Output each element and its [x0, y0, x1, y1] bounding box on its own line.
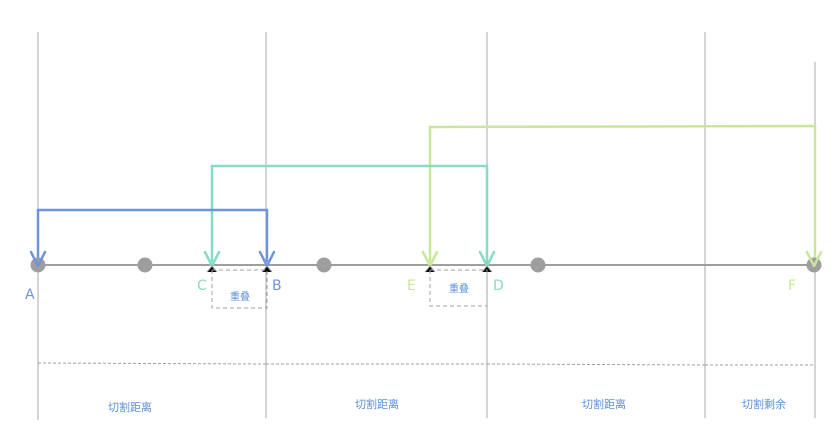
divider-lines [37, 32, 816, 420]
chunk-bracket-a-b [36, 208, 269, 262]
point-label-f: F [788, 278, 796, 294]
segment-label-remainder: 切割剩余 [742, 397, 786, 411]
segment-label-cut-3: 切割距离 [582, 397, 626, 411]
segment-line-3 [486, 363, 706, 366]
point-label-a: A [25, 287, 35, 303]
segment-line-1 [37, 362, 267, 365]
segment-label-cut-2: 切割距离 [355, 397, 399, 411]
dot-1 [137, 257, 153, 273]
arrow-a-icon [29, 250, 47, 268]
overlap-box-2 [429, 269, 488, 307]
dot-2 [316, 257, 332, 273]
segment-line [37, 362, 815, 366]
overlap-marks [206, 265, 493, 273]
overlap-label-1: 重叠 [230, 290, 250, 303]
chunk-bracket-c-d [210, 164, 489, 262]
point-label-e: E [407, 278, 416, 294]
point-label-d: D [493, 278, 504, 294]
segment-label-cut-1: 切割距离 [108, 400, 152, 414]
overlap-box-1 [211, 269, 268, 309]
point-label-b: B [272, 278, 282, 294]
point-label-c: C [197, 278, 207, 294]
chunk-bracket-e-f [428, 124, 817, 262]
overlap-label-2: 重叠 [449, 282, 469, 295]
mark-d-icon [481, 265, 493, 273]
arrow-f-icon [805, 250, 823, 268]
dot-3 [530, 257, 546, 273]
